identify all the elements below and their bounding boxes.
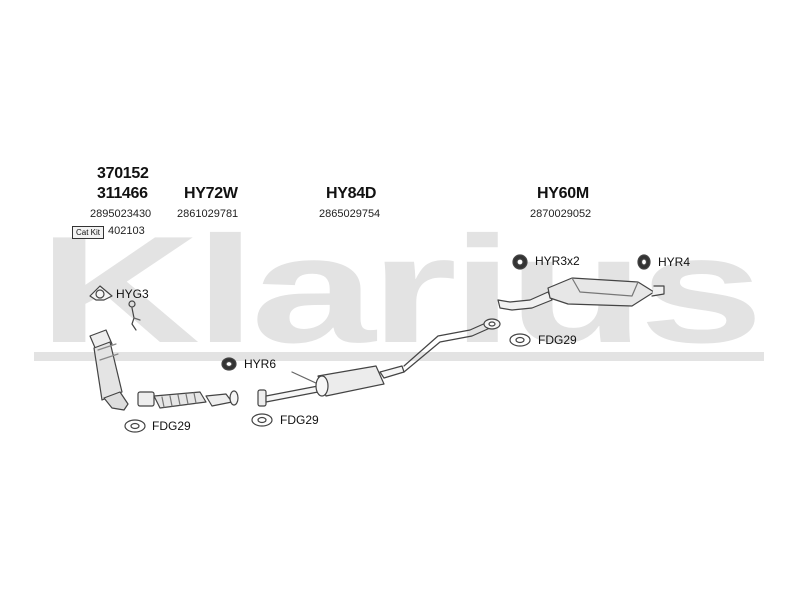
- rear-code: HY60M: [537, 185, 589, 202]
- fdg29-label-mid: FDG29: [280, 413, 319, 427]
- lambda-sensor: [128, 300, 141, 331]
- front-code: HY72W: [184, 185, 238, 202]
- fdg29-gasket-icon-right: [509, 333, 531, 347]
- fdg29-gasket-icon-mid: [251, 413, 273, 427]
- front-pipe: [137, 390, 239, 409]
- front-part-number: 2861029781: [177, 208, 239, 220]
- hyr6-label: HYR6: [244, 357, 277, 371]
- rear-silencer: [497, 277, 665, 311]
- fdg29-label-left: FDG29: [152, 419, 191, 433]
- cat-kit-number: 402103: [108, 225, 145, 237]
- fdg29-label-right: FDG29: [538, 333, 577, 347]
- hyr3x2-rubber-icon: [512, 254, 528, 270]
- hyg3-label: HYG3: [116, 287, 149, 301]
- hyg3-gasket-icon: [89, 285, 113, 301]
- rear-part-number: 2870029052: [530, 208, 592, 220]
- catalytic-converter: [89, 329, 129, 411]
- hyr4-label: HYR4: [658, 255, 691, 269]
- cat-part-number: 2895023430: [90, 208, 152, 220]
- hyr6-rubber-icon: [221, 357, 237, 371]
- center-code: HY84D: [326, 185, 377, 202]
- centre-silencer-assembly: [257, 321, 491, 407]
- rear-flange: [483, 318, 501, 330]
- cat-code-b: 311466: [97, 185, 148, 202]
- fdg29-gasket-icon-left: [124, 419, 146, 433]
- cat-code-a: 370152: [97, 165, 149, 182]
- hyr3x2-label: HYR3x2: [535, 254, 580, 268]
- cat-kit-badge: Cat Kit: [72, 226, 104, 239]
- center-part-number: 2865029754: [319, 208, 381, 220]
- watermark-bar: [34, 352, 764, 361]
- hyr4-rubber-icon: [637, 254, 651, 270]
